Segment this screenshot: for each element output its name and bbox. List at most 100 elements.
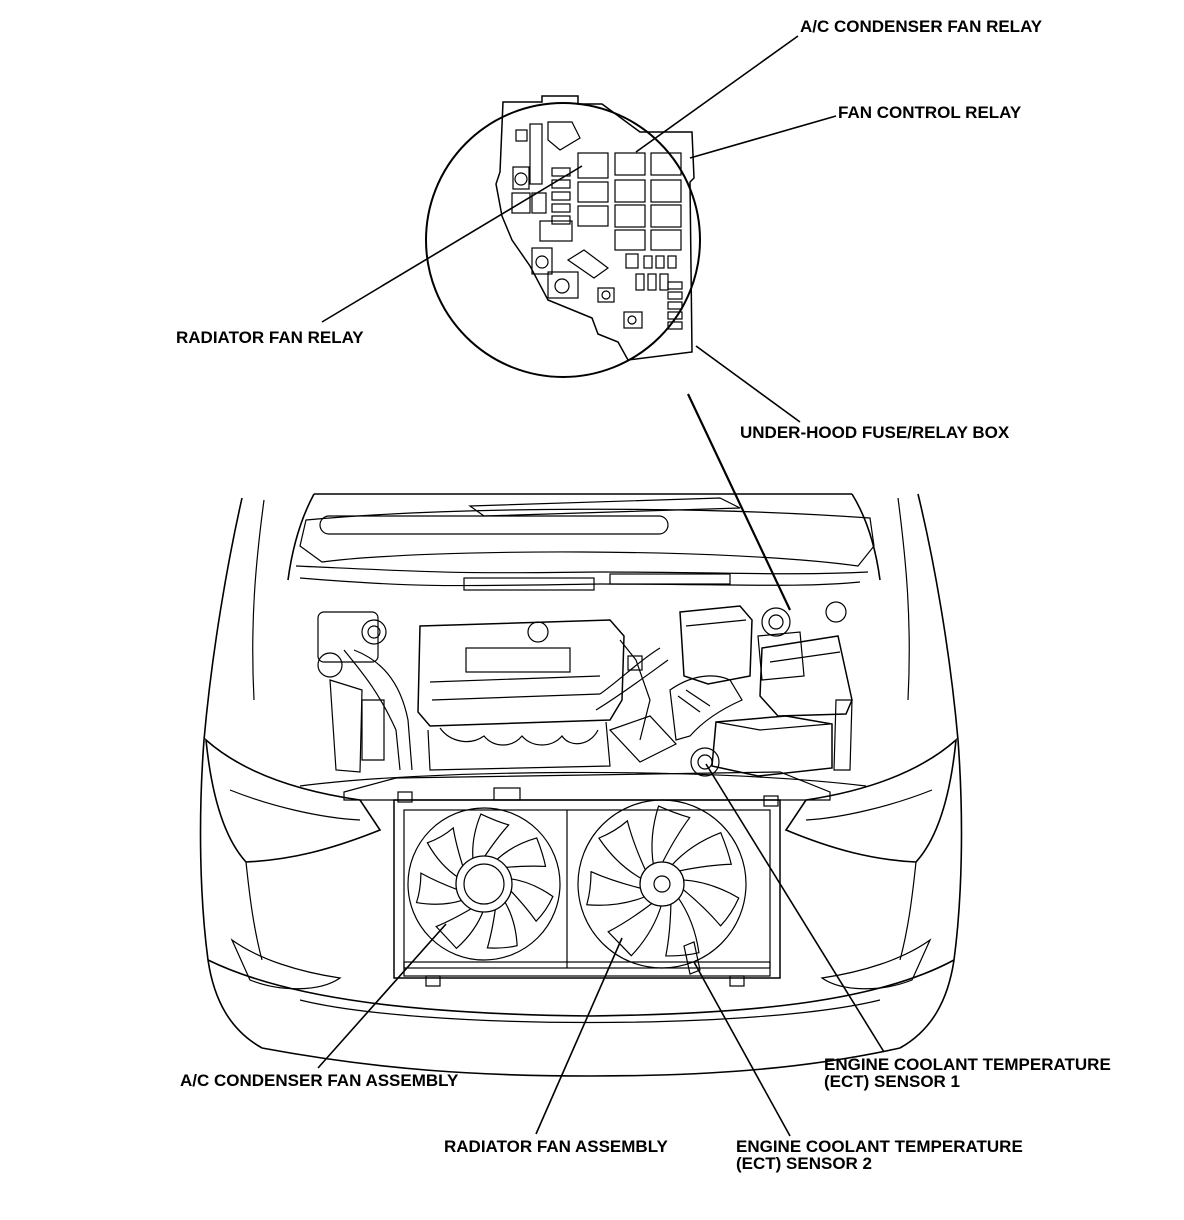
label-ect-sensor-2-line1: ENGINE COOLANT TEMPERATURE <box>736 1137 1023 1156</box>
coolant-reservoir <box>757 631 805 681</box>
fuse-slot <box>647 273 657 291</box>
reservoir-cap <box>361 619 387 645</box>
relay-slot <box>614 179 646 203</box>
fuse-slot <box>511 192 531 214</box>
leader-ect-sensor-1 <box>705 763 885 1053</box>
right-headlight <box>784 738 957 863</box>
radiator-fan-blade <box>680 879 740 927</box>
hood-brace <box>468 497 741 517</box>
relay-slot <box>650 229 682 251</box>
relay-slot <box>650 204 682 228</box>
label-ac-condenser-fan-relay: A/C CONDENSER FAN RELAY <box>800 17 1043 36</box>
hood-inner-panel <box>299 508 875 567</box>
fuse-box-tab <box>547 121 581 151</box>
radiator-cap <box>493 787 521 801</box>
ac-condenser-fan-blade <box>435 906 485 950</box>
coolant-reservoir-cap-inner <box>768 614 784 630</box>
fuse-slot <box>551 203 571 213</box>
fuse-slot <box>515 129 528 142</box>
hose <box>353 649 413 771</box>
leader-radiator-fan-assembly <box>535 937 623 1135</box>
leader-ect-sensor-2 <box>693 961 791 1137</box>
right-strut <box>833 699 853 771</box>
ect-sensor-1-core <box>697 754 713 770</box>
intake-duct-rib <box>685 689 711 707</box>
ac-condenser-fan-relay-slot <box>614 152 646 176</box>
relay-slot <box>577 181 609 203</box>
valve-cover-rib <box>429 675 601 683</box>
cowl-vent <box>609 573 731 585</box>
radiator-shroud <box>403 809 771 969</box>
coolant-reservoir-cap <box>761 607 791 637</box>
radiator-fan-hub-inner <box>653 875 671 893</box>
radiator-fan-blade <box>598 819 647 881</box>
cowl-vent <box>463 577 595 591</box>
connector <box>627 655 643 671</box>
radiator-foot <box>729 975 745 987</box>
battery-top <box>715 721 831 731</box>
right-fender-inner <box>897 497 910 701</box>
bumper-groove <box>299 999 881 1024</box>
fuse-slot <box>625 253 639 269</box>
label-ac-condenser-fan-assembly: A/C CONDENSER FAN ASSEMBLY <box>180 1071 459 1090</box>
radiator-fan-blade <box>607 901 663 957</box>
label-radiator-fan-relay: RADIATOR FAN RELAY <box>176 328 364 347</box>
hood-emblem-strip <box>319 515 669 535</box>
intake-manifold <box>439 727 599 746</box>
radiator-fan-hub <box>639 861 685 907</box>
fuse-slot <box>539 220 573 242</box>
valve-cover <box>417 619 625 727</box>
fuse-slot <box>531 247 553 275</box>
ac-condenser-fan-blade <box>494 837 547 869</box>
leader-radiator-fan-relay <box>321 165 583 323</box>
radiator-fan-ring <box>577 799 747 969</box>
fuse-slot <box>597 287 615 303</box>
vehicle-front-view <box>199 493 963 1077</box>
fuse-slot <box>667 281 683 290</box>
valve-cover-rib <box>431 693 601 701</box>
radiator-fan-blades <box>586 805 740 957</box>
callout-labels: A/C CONDENSER FAN RELAY FAN CONTROL RELA… <box>176 17 1111 1173</box>
left-fog-light <box>230 938 342 990</box>
fuse-box-bolt <box>627 315 637 325</box>
washer-cap <box>825 601 847 623</box>
fuse-box-bolt <box>535 255 549 269</box>
intake-duct <box>669 675 743 741</box>
label-ect-sensor-1-line1: ENGINE COOLANT TEMPERATURE <box>824 1055 1111 1074</box>
fuse-slot <box>551 167 571 177</box>
hood-left <box>287 493 315 581</box>
fuse-slot <box>659 273 669 291</box>
air-cleaner-box <box>679 605 753 685</box>
ect-sensor-1-location <box>690 747 720 777</box>
fuse-slot <box>512 166 530 190</box>
right-headlight-inner <box>805 789 933 821</box>
intake-duct-rib <box>677 695 701 713</box>
left-strut <box>329 679 363 773</box>
left-bracket <box>361 699 385 761</box>
bumper-lower <box>261 1047 901 1077</box>
oil-fill-cap <box>527 621 549 643</box>
throttle-body <box>608 715 677 763</box>
wire-harness <box>595 659 669 711</box>
fuse-relay-box-lid <box>769 651 841 663</box>
label-ect-sensor-2-line2: (ECT) SENSOR 2 <box>736 1154 872 1173</box>
cowl-seal <box>299 577 861 587</box>
radiator-fan-blade <box>670 831 732 872</box>
fuse-box-bolt <box>554 278 570 294</box>
fuse-slot <box>551 215 571 225</box>
radiator-mount <box>763 795 779 807</box>
fuse-box-detail <box>425 95 701 378</box>
left-fender <box>199 497 263 1049</box>
fuse-slot <box>655 255 665 269</box>
ac-condenser-fan-blades <box>415 813 554 950</box>
radiator-support-lower <box>299 771 867 787</box>
ac-condenser-fan-hub-inner <box>463 863 505 905</box>
wire-harness <box>619 639 651 741</box>
fuse-box-bolt <box>514 172 528 186</box>
leader-ac-condenser-fan-relay <box>635 35 799 153</box>
relay-slot <box>650 179 682 203</box>
fuse-slot <box>623 311 643 329</box>
radiator-fan-blade <box>651 805 691 867</box>
ac-condenser-fan-blade <box>508 877 554 923</box>
